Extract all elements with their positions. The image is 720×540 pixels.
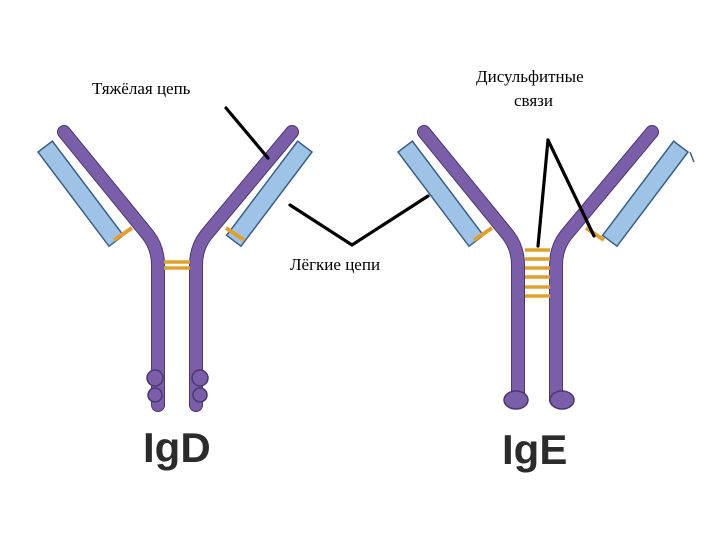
heavy-chain-label: Тяжёлая цепь [92, 79, 191, 98]
igd-tail-bulge-left [146, 369, 164, 387]
ige-tail-right [549, 390, 575, 410]
edge-tick [689, 151, 695, 163]
disulfide-pointer-left [536, 138, 550, 248]
ige-tail-left [503, 390, 529, 410]
light-chains-pointer [288, 194, 430, 247]
ige-molecule [396, 125, 690, 410]
igd-title: IgD [143, 424, 211, 471]
igd-disulfide-light-left [112, 226, 134, 242]
ige-disulfide-light-left [472, 226, 494, 242]
annotation-pointers [224, 106, 596, 248]
ige-title: IgE [502, 426, 567, 473]
igd-molecule [36, 125, 314, 412]
light-chains-label: Лёгкие цепи [290, 255, 380, 274]
igd-heavy-chain-left [58, 126, 164, 411]
ige-heavy-chain-right-outline [549, 125, 659, 407]
igd-heavy-chain-right [190, 126, 298, 411]
igd-light-chain-right [225, 140, 314, 248]
ige-heavy-chain-left [418, 126, 524, 406]
igd-tail-bulge-right-lower [192, 387, 208, 403]
igd-disulfide-light-right [224, 226, 246, 242]
ige-disulfide-light-right [584, 226, 606, 242]
disulfide-pointer-right [546, 138, 596, 238]
heavy-chain-pointer [224, 106, 270, 160]
igd-heavy-chain-left-outline [57, 125, 165, 412]
disulfide-label-line2: связи [514, 91, 553, 110]
ige-heavy-chain-left-outline [417, 125, 525, 407]
igd-tail-bulge-right [191, 369, 209, 387]
igd-tail-bulge-left-lower [147, 387, 163, 403]
ige-light-chain-right [601, 140, 690, 248]
disulfide-label-line1: Дисульфитные [476, 67, 584, 86]
ige-heavy-chain-right [550, 126, 658, 406]
